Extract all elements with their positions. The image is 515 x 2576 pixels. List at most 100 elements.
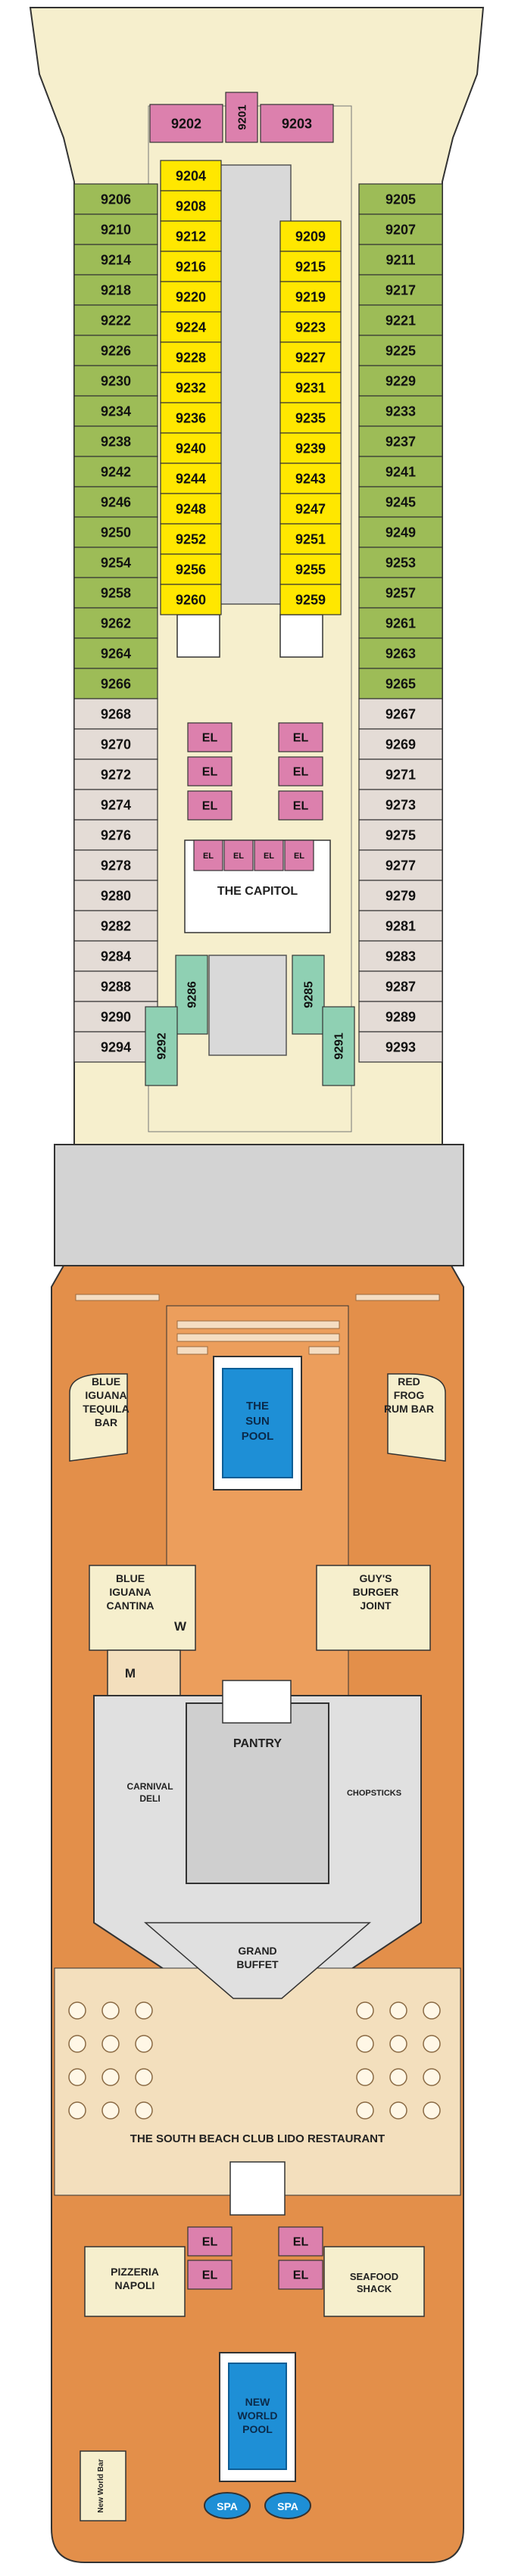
cabin-9280: 9280 <box>101 888 131 903</box>
cabin-9288-box[interactable] <box>73 970 158 1002</box>
spa-label-right: SPA <box>277 2500 298 2512</box>
cabin-9242-box[interactable] <box>73 456 158 487</box>
cabin-9216-box[interactable] <box>160 251 222 282</box>
cabin-9237-box[interactable] <box>358 425 443 457</box>
elevator-4-box[interactable] <box>278 722 323 752</box>
cabin-9257-box[interactable] <box>358 577 443 609</box>
cabin-9203: 9203 <box>282 116 312 131</box>
elevator-6-box[interactable] <box>278 790 323 821</box>
cabin-9248-box[interactable] <box>160 493 222 525</box>
cabin-9238-box[interactable] <box>73 425 158 457</box>
cabin-9243-box[interactable] <box>279 463 342 494</box>
cabin-9282-box[interactable] <box>73 910 158 942</box>
cabin-9267-box[interactable] <box>358 698 443 730</box>
cabin-9201-box[interactable] <box>225 92 258 143</box>
cabin-9256-box[interactable] <box>160 553 222 585</box>
cabin-9250-box[interactable] <box>73 516 158 548</box>
cabin-9221-box[interactable] <box>358 304 443 336</box>
cabin-9260-box[interactable] <box>160 584 222 615</box>
elevator-14-box[interactable] <box>278 2260 323 2290</box>
cabin-9209-box[interactable] <box>279 220 342 252</box>
cabin-9244-box[interactable] <box>160 463 222 494</box>
cabin-9239-box[interactable] <box>279 432 342 464</box>
cabin-9223-box[interactable] <box>279 311 342 343</box>
cabin-9274-box[interactable] <box>73 789 158 821</box>
cabin-9233-box[interactable] <box>358 395 443 427</box>
cabin-9205-box[interactable] <box>358 183 443 215</box>
elevator-13-box[interactable] <box>278 2226 323 2257</box>
cabin-9235-box[interactable] <box>279 402 342 434</box>
cabin-9228-box[interactable] <box>160 341 222 373</box>
cabin-9249-box[interactable] <box>358 516 443 548</box>
cabin-9226-box[interactable] <box>73 335 158 366</box>
cabin-9202-box[interactable] <box>149 104 223 143</box>
cabin-9291-box[interactable] <box>322 1006 355 1086</box>
cabin-9231-box[interactable] <box>279 372 342 403</box>
elevator-5-box[interactable] <box>278 756 323 787</box>
cabin-9280-box[interactable] <box>73 880 158 911</box>
cabin-9262-box[interactable] <box>73 607 158 639</box>
cabin-9214-box[interactable] <box>73 244 158 276</box>
cabin-9287-box[interactable] <box>358 970 443 1002</box>
cabin-9271-box[interactable] <box>358 758 443 790</box>
cabin-9283-box[interactable] <box>358 940 443 972</box>
cabin-9204-box[interactable] <box>160 160 222 192</box>
cabin-9294-box[interactable] <box>73 1031 158 1063</box>
elevator-11-box[interactable] <box>187 2226 233 2257</box>
capitol-elevator-3-box[interactable] <box>254 839 284 871</box>
cabin-9240: 9240 <box>176 441 206 456</box>
cabin-9277-box[interactable] <box>358 849 443 881</box>
elevator-12-box[interactable] <box>187 2260 233 2290</box>
capitol-elevator-1-box[interactable] <box>193 839 223 871</box>
cabin-9212-box[interactable] <box>160 220 222 252</box>
capitol-elevator-2-box[interactable] <box>223 839 254 871</box>
elevator-3-box[interactable] <box>187 790 233 821</box>
cabin-9289-box[interactable] <box>358 1001 443 1033</box>
cabin-9251-box[interactable] <box>279 523 342 555</box>
cabin-9224-box[interactable] <box>160 311 222 343</box>
cabin-9258-box[interactable] <box>73 577 158 609</box>
cabin-9276-box[interactable] <box>73 819 158 851</box>
cabin-9294: 9294 <box>101 1039 131 1054</box>
cabin-9266-box[interactable] <box>73 668 158 699</box>
cabin-9211-box[interactable] <box>358 244 443 276</box>
cabin-9284-box[interactable] <box>73 940 158 972</box>
cabin-9254-box[interactable] <box>73 547 158 578</box>
cabin-9247-box[interactable] <box>279 493 342 525</box>
elevator-2-box[interactable] <box>187 756 233 787</box>
cabin-9218-box[interactable] <box>73 274 158 306</box>
cabin-9222-box[interactable] <box>73 304 158 336</box>
deck-chairs-row <box>75 1294 160 1301</box>
cabin-9293-box[interactable] <box>358 1031 443 1063</box>
cabin-9275-box[interactable] <box>358 819 443 851</box>
cabin-9230-box[interactable] <box>73 365 158 397</box>
cabin-9206-box[interactable] <box>73 183 158 215</box>
lido-table <box>389 2101 407 2120</box>
cabin-9203-box[interactable] <box>260 104 334 143</box>
cabin-9255-box[interactable] <box>279 553 342 585</box>
cabin-9261-box[interactable] <box>358 607 443 639</box>
spa-label-left: SPA <box>217 2500 238 2512</box>
cabin-9245-box[interactable] <box>358 486 443 518</box>
cabin-9278-box[interactable] <box>73 849 158 881</box>
cabin-9236-box[interactable] <box>160 402 222 434</box>
cabin-9220-box[interactable] <box>160 281 222 313</box>
cabin-9273-box[interactable] <box>358 789 443 821</box>
cabin-9219-box[interactable] <box>279 281 342 313</box>
cabin-9234-box[interactable] <box>73 395 158 427</box>
cabin-9286-box[interactable] <box>175 955 208 1035</box>
cabin-9240-box[interactable] <box>160 432 222 464</box>
tequila-bar-label-1: BLUE <box>92 1375 120 1388</box>
elevator-1-box[interactable] <box>187 722 233 752</box>
cabin-9227-box[interactable] <box>279 341 342 373</box>
cabin-9259-box[interactable] <box>279 584 342 615</box>
cabin-9225-box[interactable] <box>358 335 443 366</box>
cabin-9285-box[interactable] <box>292 955 325 1035</box>
capitol-elevator-4-box[interactable] <box>284 839 314 871</box>
cabin-9292-box[interactable] <box>145 1006 178 1086</box>
cabin-9210-box[interactable] <box>73 213 158 245</box>
cabin-9215-box[interactable] <box>279 251 342 282</box>
cabin-9253-box[interactable] <box>358 547 443 578</box>
seafood-label-2: SHACK <box>357 2283 392 2294</box>
cabin-9264-box[interactable] <box>73 637 158 669</box>
